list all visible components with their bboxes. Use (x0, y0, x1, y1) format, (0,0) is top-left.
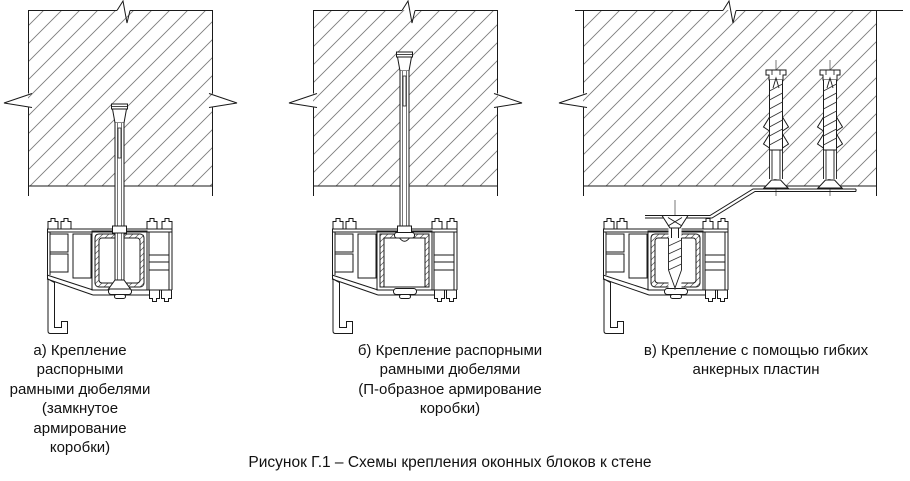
frame-dowel-a (109, 104, 131, 289)
break-mark-left-a (4, 94, 32, 108)
frame-dowel-b (395, 52, 415, 241)
break-mark-top-a (117, 1, 130, 23)
scheme-a-drawing (4, 1, 237, 334)
scheme-b-label-line3: (П-образное армирование (358, 380, 542, 398)
scheme-a-label-line3: (замкнутое армирование (33, 400, 127, 437)
break-mark-left-b (289, 94, 317, 108)
scheme-a-label-line1: а) Крепление распорными (33, 342, 127, 379)
figure-caption: Рисунок Г.1 – Схемы крепления оконных бл… (248, 454, 652, 471)
scheme-b-drawing (289, 1, 522, 334)
scheme-b-label: б) Крепление распорными рамными дюбелями… (330, 341, 570, 419)
fastening-screw (662, 200, 688, 290)
scheme-a-label-line4: коробки) (49, 439, 111, 457)
wall-section-v (559, 1, 903, 196)
break-mark-right-a (209, 94, 237, 108)
scheme-b-label-line4: коробки) (419, 400, 481, 418)
break-mark-top-v (723, 1, 736, 23)
break-mark-left-v (559, 94, 587, 108)
anchor-plate (645, 189, 856, 218)
scheme-v-label-line2: анкерных пластин (692, 361, 820, 379)
scheme-v-label: в) Крепление с помощью гибких анкерных п… (600, 341, 910, 380)
scheme-b-label-line2: рамными дюбелями (379, 361, 521, 379)
break-mark-right-b (494, 94, 522, 108)
scheme-a-label-line2: рамными дюбелями (9, 380, 151, 398)
break-mark-top-b (402, 1, 415, 23)
scheme-a-label: а) Крепление распорными рамными дюбелями… (0, 341, 160, 457)
scheme-v-label-line1: в) Крепление с помощью гибких (643, 342, 869, 359)
scheme-b-label-line1: б) Крепление распорными (357, 342, 543, 359)
scheme-v-drawing (559, 1, 903, 334)
